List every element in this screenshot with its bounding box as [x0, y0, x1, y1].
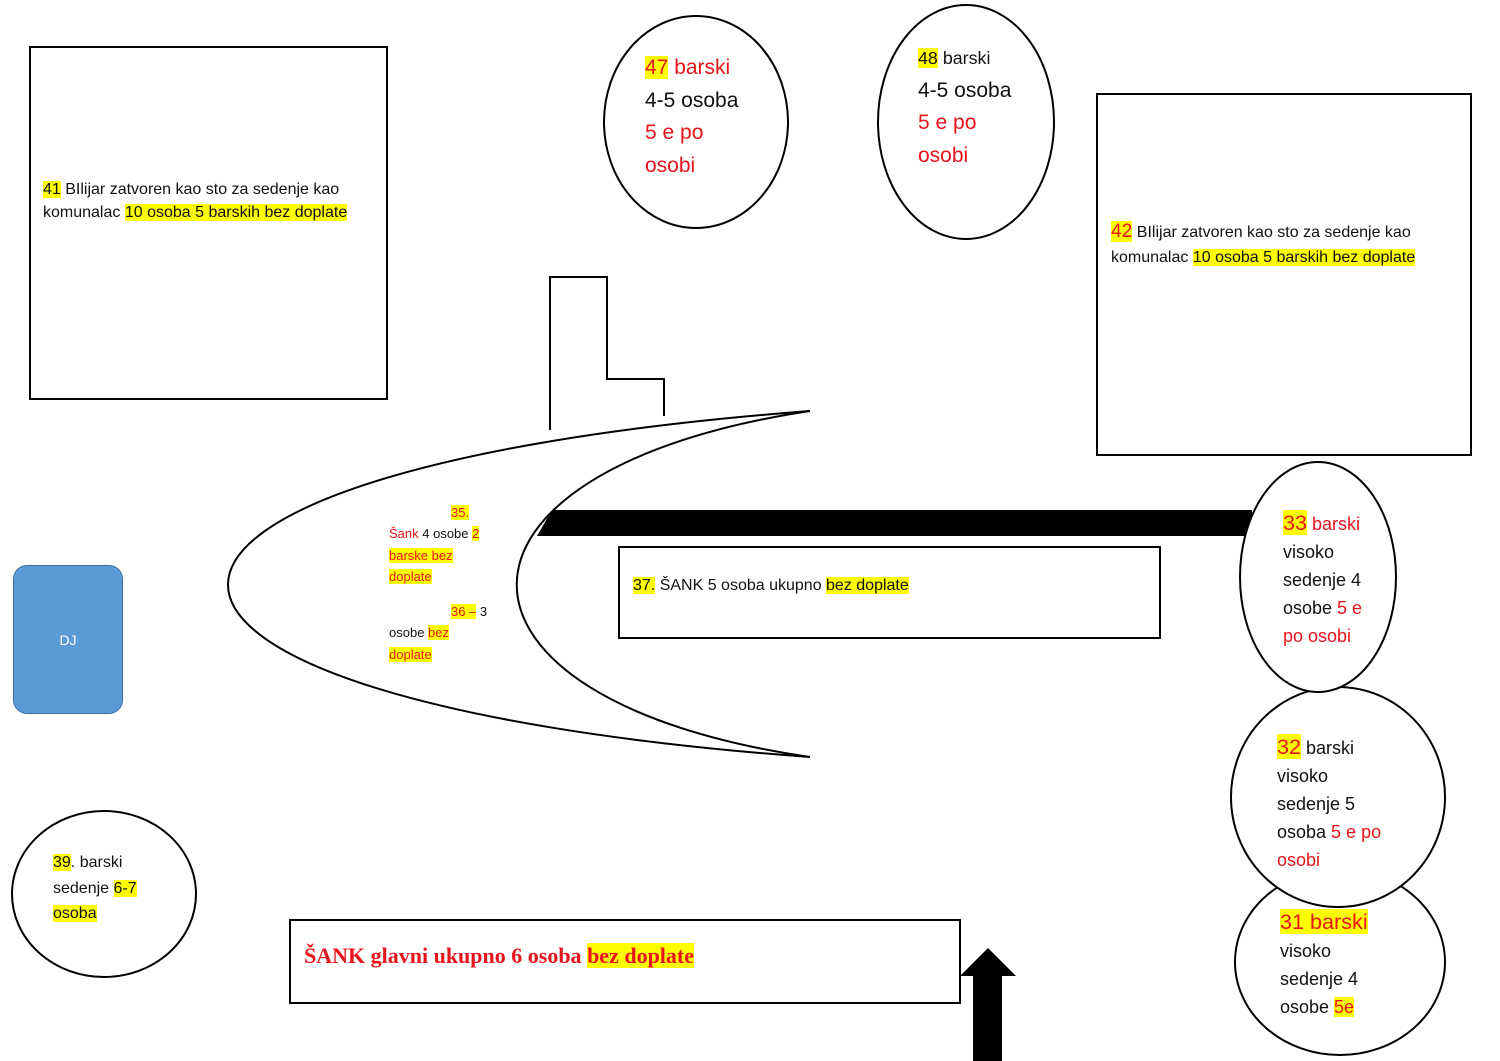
- label-segment: doplate: [389, 646, 432, 662]
- label-segment: 48: [918, 48, 938, 68]
- label-segment: 5e: [1334, 997, 1355, 1018]
- label-segment: bez: [428, 625, 450, 641]
- label-segment: 33: [1283, 510, 1308, 535]
- main-bar-label: ŠANK glavni ukupno 6 osoba bez doplate: [304, 940, 695, 972]
- label-segment: sedenje 4: [1283, 570, 1362, 591]
- label-segment: 4-5 osoba: [918, 78, 1012, 102]
- label-segment: osobi: [918, 143, 969, 167]
- label-segment: barski: [937, 48, 991, 68]
- table-42-label: 42 BIlijar zatvoren kao sto za sedenje k…: [1111, 218, 1461, 269]
- label-segment: 5 e po: [1331, 822, 1382, 843]
- label-segment: 42: [1111, 221, 1133, 242]
- label-segment: ŠANK glavni ukupno 6 osoba: [304, 943, 588, 968]
- wall-structure: [549, 276, 665, 430]
- label-segment: osoba: [1277, 822, 1332, 843]
- label-segment: 4 osobe: [418, 526, 473, 542]
- label-segment: 35.: [451, 505, 470, 520]
- label-segment: 5 e: [1337, 598, 1363, 619]
- billiard-table-41[interactable]: [29, 46, 388, 400]
- crescent-bar-shape[interactable]: [227, 410, 811, 758]
- label-segment: osobe: [1280, 997, 1335, 1018]
- dj-booth[interactable]: DJ: [13, 565, 123, 714]
- label-segment: sedenje: [53, 879, 114, 897]
- label-segment: 32: [1277, 734, 1302, 759]
- label-segment: 37.: [633, 577, 656, 594]
- label-segment: 47: [645, 56, 669, 79]
- table-33-shape[interactable]: [1239, 461, 1397, 693]
- table-35-label: 35. Šank 4 osobe 2 barske bez doplate: [389, 502, 480, 588]
- label-segment: 5 e po: [918, 111, 977, 135]
- table-37-label: 37. ŠANK 5 osoba ukupno bez doplate: [633, 574, 909, 597]
- label-segment: ŠANK 5 osoba ukupno: [655, 577, 827, 594]
- label-segment: osobe: [1283, 598, 1338, 619]
- label-segment: barski: [1307, 514, 1361, 534]
- label-segment: visoko: [1283, 542, 1335, 563]
- label-segment: 39: [53, 854, 71, 871]
- table-33-label: 33 barski visoko sedenje 4 osobe 5 e po osob…: [1283, 506, 1362, 651]
- label-segment: visoko: [1277, 766, 1329, 787]
- label-segment: osobe: [389, 625, 429, 641]
- table-32-label: 32 barski visoko sedenje 5 osoba 5 e po osob…: [1277, 730, 1381, 875]
- table-39-label: 39. barski sedenje 6-7 osoba: [53, 850, 137, 927]
- table-39-shape[interactable]: [11, 810, 197, 978]
- label-segment: 6-7: [113, 879, 137, 897]
- label-segment: bez doplate: [826, 577, 909, 594]
- label-segment: sedenje 5: [1277, 794, 1356, 815]
- label-segment: BIlijar zatvoren kao sto za sedenje kao …: [1111, 224, 1411, 266]
- label-segment: barski: [1301, 738, 1355, 758]
- table-36-label: 36 – 3 osobe bez doplate: [389, 601, 487, 665]
- label-segment: po osobi: [1283, 626, 1352, 647]
- label-segment: bez doplate: [587, 943, 695, 968]
- label-segment: . barski: [70, 854, 123, 871]
- label-segment: sedenje 4: [1280, 969, 1359, 990]
- thick-bar-counter: [537, 510, 1252, 536]
- label-segment: 36 –: [451, 604, 477, 619]
- label-segment: barski: [668, 56, 731, 79]
- label-segment: visoko: [1280, 941, 1332, 962]
- label-segment: 10 osoba 5 barskih bez doplate: [124, 204, 348, 222]
- label-segment: 10 osoba 5 barskih bez doplate: [1192, 248, 1416, 266]
- label-segment: barske bez: [389, 547, 453, 563]
- label-segment: osobi: [645, 153, 696, 177]
- label-segment: 41: [43, 181, 61, 198]
- label-segment: osobi: [1277, 850, 1321, 871]
- dj-label: DJ: [59, 631, 77, 648]
- label-segment: 5 e po: [645, 121, 704, 145]
- label-segment: BIlijar zatvoren kao sto za sedenje kao …: [43, 181, 340, 222]
- label-segment: 4-5 osoba: [645, 88, 739, 112]
- table-47-label: 47 barski 4-5 osoba 5 e po osobi: [645, 52, 738, 182]
- label-segment: osoba: [53, 905, 97, 923]
- table-41-label: 41 BIlijar zatvoren kao sto za sedenje k…: [43, 178, 383, 224]
- label-segment: Šank: [389, 526, 419, 542]
- label-segment: 31 barski: [1280, 909, 1368, 934]
- table-31-label: 31 barski visoko sedenje 4 osobe 5e: [1280, 905, 1368, 1022]
- label-segment: 3: [476, 604, 488, 619]
- table-48-label: 48 barski 4-5 osoba 5 e po osobi: [918, 42, 1011, 172]
- entrance-arrow-icon: [960, 948, 1016, 1061]
- label-segment: 2: [472, 526, 480, 542]
- billiard-table-42[interactable]: [1096, 93, 1472, 456]
- label-segment: doplate: [389, 569, 432, 585]
